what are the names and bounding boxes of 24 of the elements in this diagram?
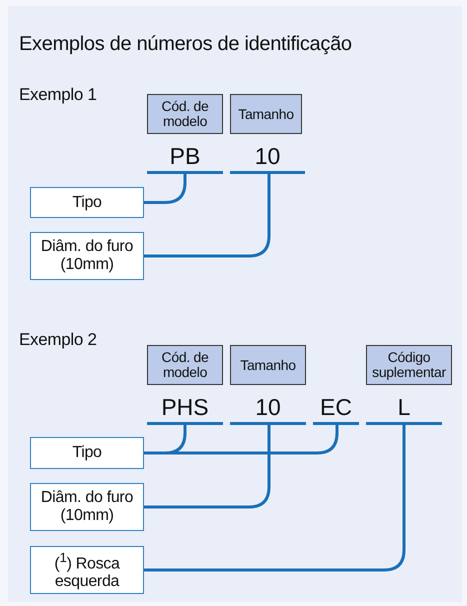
description-box: Tipo	[30, 437, 144, 469]
description-box: Diâm. do furo (10mm)	[30, 232, 144, 280]
leader-line	[144, 425, 270, 508]
leader-line	[144, 425, 406, 572]
field-header-box: Tamanho	[230, 345, 306, 385]
code-segment: PB	[147, 143, 223, 174]
code-segment: L	[366, 394, 442, 425]
code-segment: PHS	[147, 394, 223, 425]
description-box: Diâm. do furo (10mm)	[30, 483, 144, 531]
leader-line	[144, 174, 270, 258]
diagram-title: Exemplos de números de identificação	[19, 33, 352, 56]
field-header-box: Cód. de modelo	[147, 345, 223, 385]
field-header-box: Tamanho	[230, 94, 302, 134]
leader-line	[144, 425, 338, 454]
field-header-box: Código suplementar	[366, 345, 452, 385]
example-heading: Exemplo 2	[19, 330, 97, 350]
description-box: ($^{1}$) Rosca esquerda	[30, 546, 144, 594]
code-segment: 10	[230, 143, 305, 174]
code-segment: 10	[230, 394, 306, 425]
description-box: Tipo	[30, 187, 144, 218]
example-heading: Exemplo 1	[19, 85, 97, 105]
code-segment: EC	[313, 394, 359, 425]
field-header-box: Cód. de modelo	[147, 94, 223, 134]
leader-line	[144, 174, 186, 204]
